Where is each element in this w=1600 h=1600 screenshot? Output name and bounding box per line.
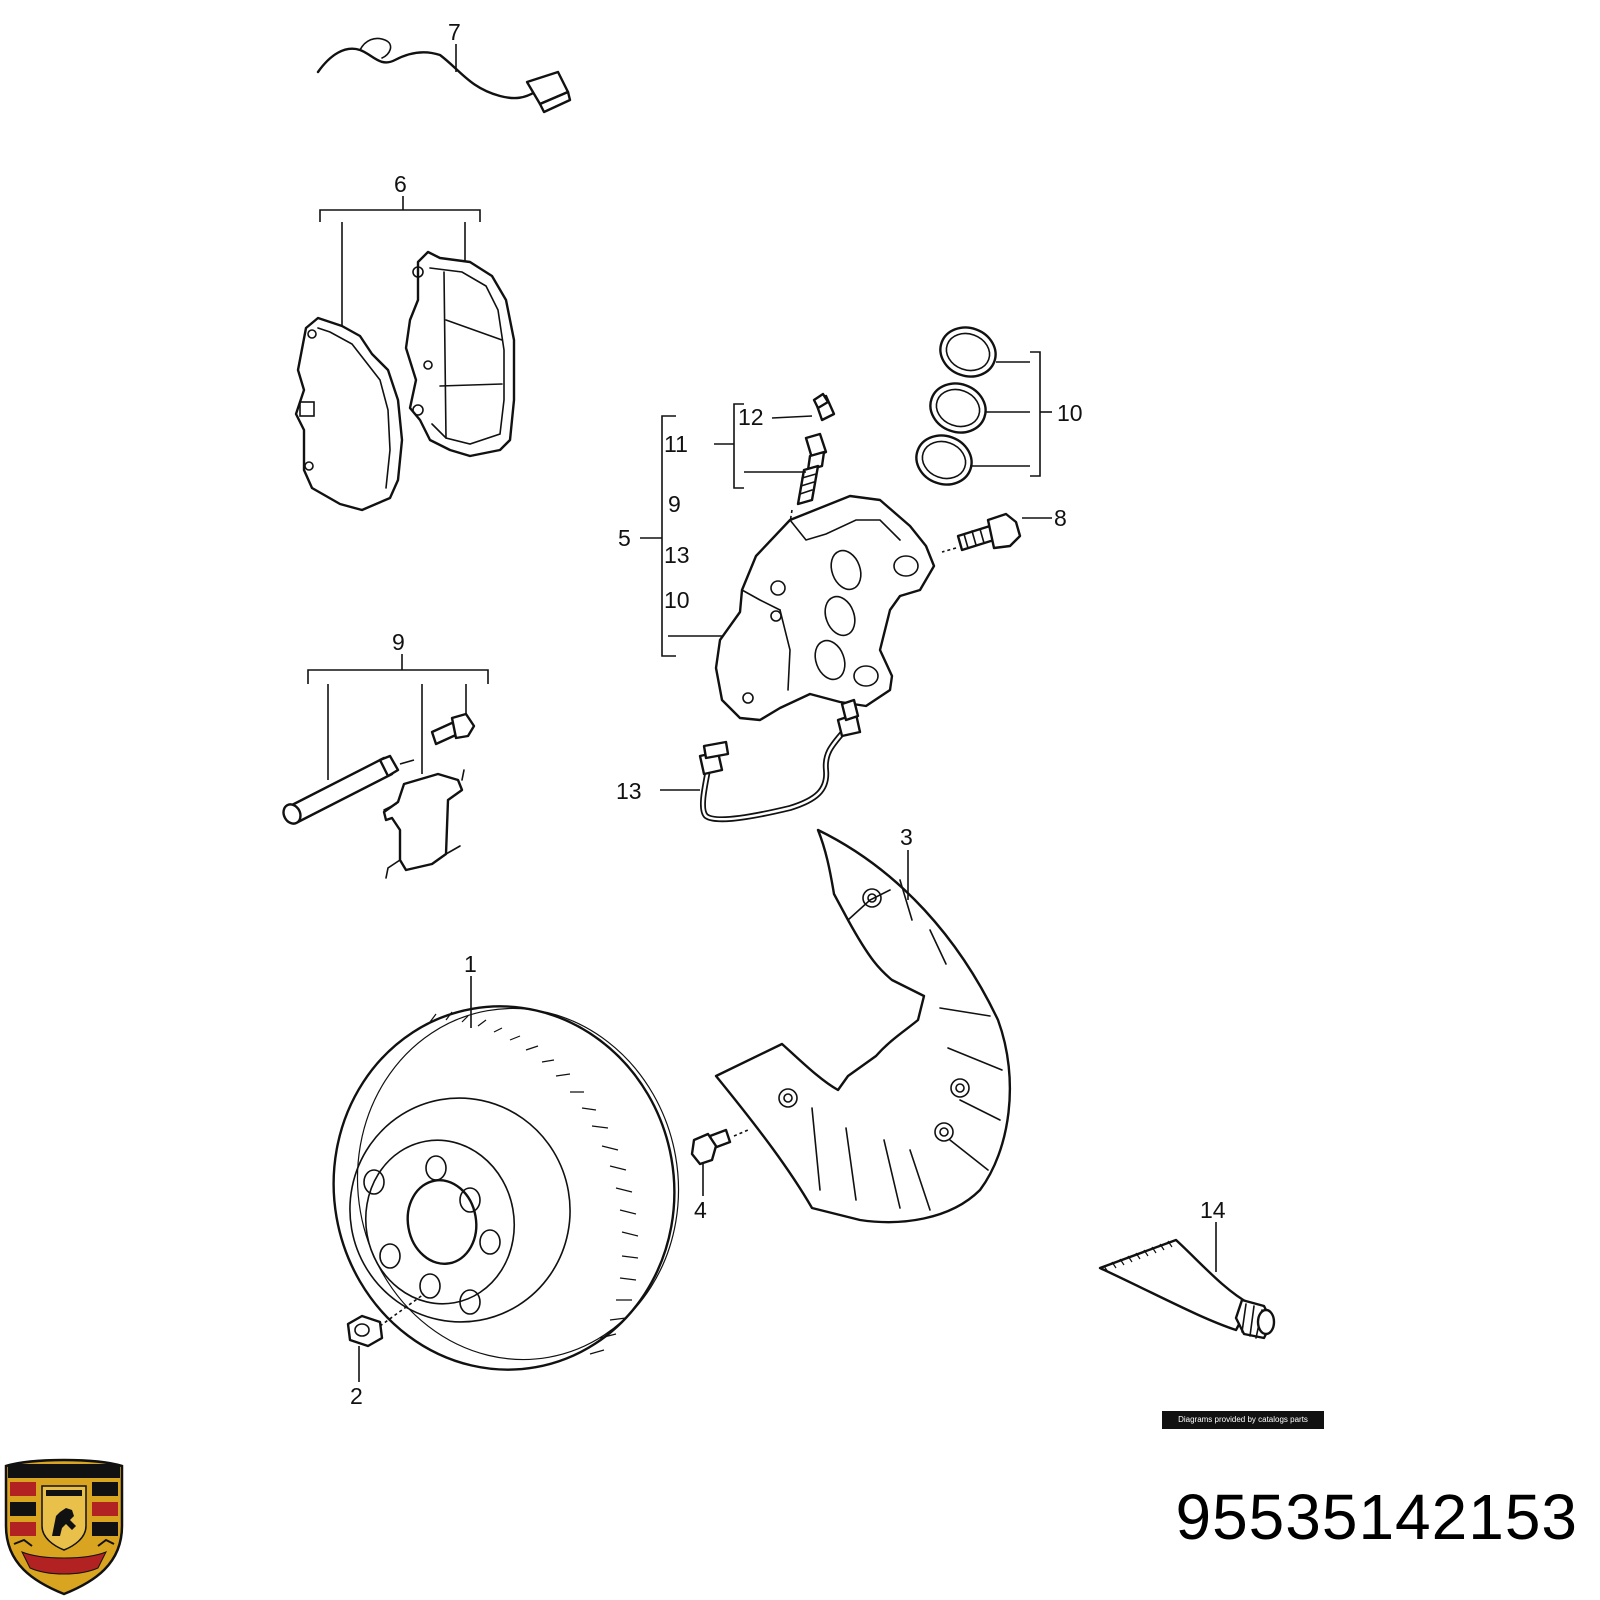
part-4-shield-screw	[690, 1128, 749, 1196]
callout-9-kit: 9	[668, 491, 681, 517]
caliper-body	[714, 494, 936, 722]
part-13-brake-line	[660, 698, 862, 823]
callout-6: 6	[394, 171, 407, 197]
part-8-caliper-bolt	[941, 512, 1052, 553]
callout-10-kit: 10	[664, 587, 690, 613]
part-14-grease-tube	[1098, 1222, 1276, 1340]
callout-7: 7	[448, 19, 461, 45]
porsche-crest-logo	[4, 1458, 124, 1596]
callout-12: 12	[738, 404, 764, 430]
part-7-wear-sensor	[316, 37, 572, 114]
callout-10-seals: 10	[1057, 400, 1083, 426]
callout-3: 3	[900, 824, 913, 850]
callout-13-kit: 13	[664, 542, 690, 568]
part-2-wheel-bolt	[346, 1293, 425, 1382]
diagram-credit-label: Diagrams provided by catalogs parts	[1162, 1411, 1324, 1429]
callout-11: 11	[664, 431, 688, 457]
callout-2: 2	[350, 1383, 363, 1409]
part-6-brake-pads	[294, 196, 516, 512]
part-11-12-bleeder	[714, 392, 836, 575]
part-9-retaining-kit	[282, 654, 489, 879]
callout-8: 8	[1054, 505, 1067, 531]
callout-13: 13	[616, 778, 642, 804]
callout-1: 1	[464, 951, 477, 977]
callout-5: 5	[618, 525, 631, 551]
part-1-brake-disc	[332, 976, 680, 1371]
callout-14: 14	[1200, 1197, 1226, 1223]
part-3-dust-shield	[714, 828, 1012, 1224]
part-10-seals	[915, 326, 1052, 486]
part-5-caliper-bracket	[640, 415, 738, 657]
callout-4: 4	[694, 1197, 707, 1223]
callout-9: 9	[392, 629, 405, 655]
part-number: 95535142153	[1175, 1481, 1578, 1553]
